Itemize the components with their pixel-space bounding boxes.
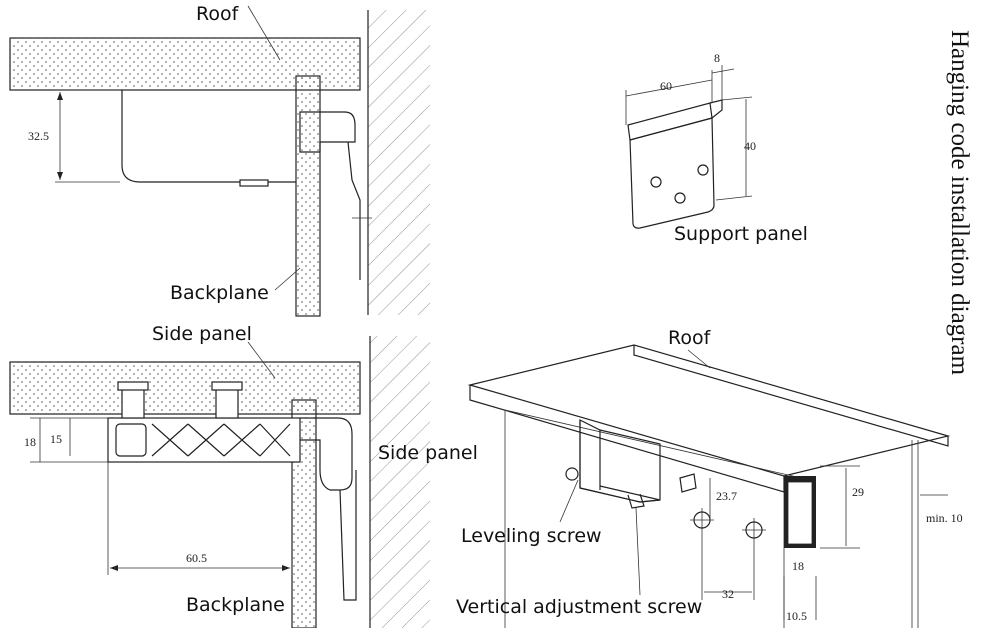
dim-15: 15 [50,432,62,446]
dim-10-5: 10.5 [786,609,807,623]
support-panel-label: Support panel [674,223,808,245]
dim-min-10: min. 10 [926,511,963,525]
wall-hatch-lower [370,336,430,628]
dim-32: 32 [722,587,734,601]
dim-8: 8 [714,51,720,65]
roof-front-face [469,385,785,493]
hook-profile [300,417,353,491]
dim-29: 29 [852,485,864,499]
dim-40: 40 [744,139,756,153]
backplane-bottom-label: Backplane [186,594,285,616]
hanger-bracket [299,111,356,153]
roof-label-perspective: Roof [668,327,712,349]
side-panel-top-label: Side panel [152,323,252,345]
backplane-label: Backplane [170,282,269,304]
wall-hatch [368,10,430,315]
top-left-section: 32.5 Roof Backplane [9,3,430,317]
dim-32-5: 32.5 [28,129,49,143]
support-panel-drawing: 60 8 40 Support panel [625,51,808,245]
dim-18-left: 18 [24,435,36,449]
dim-18-right: 18 [792,559,804,573]
roof-label: Roof [196,3,240,25]
vertical-adjustment-screw-label: Vertical adjustment screw [456,596,702,618]
roof-top-face [467,344,951,477]
dim-60-5: 60.5 [186,551,207,565]
side-panel-right-label: Side panel [378,442,478,464]
support-plate [629,117,715,229]
dim-60: 60 [660,79,672,93]
leveling-screw-label: Leveling screw [461,525,602,547]
cabinet-profile [121,90,296,183]
diagram-title: Hanging code installation diagram [946,30,973,376]
dim-23-7: 23.7 [716,489,737,503]
bottom-left-section: 18 15 60.5 Side panel Side panel Backpla… [9,323,478,628]
perspective-view: 32 23.7 29 18 10.5 min. 10 Roof Leveling… [456,327,963,628]
